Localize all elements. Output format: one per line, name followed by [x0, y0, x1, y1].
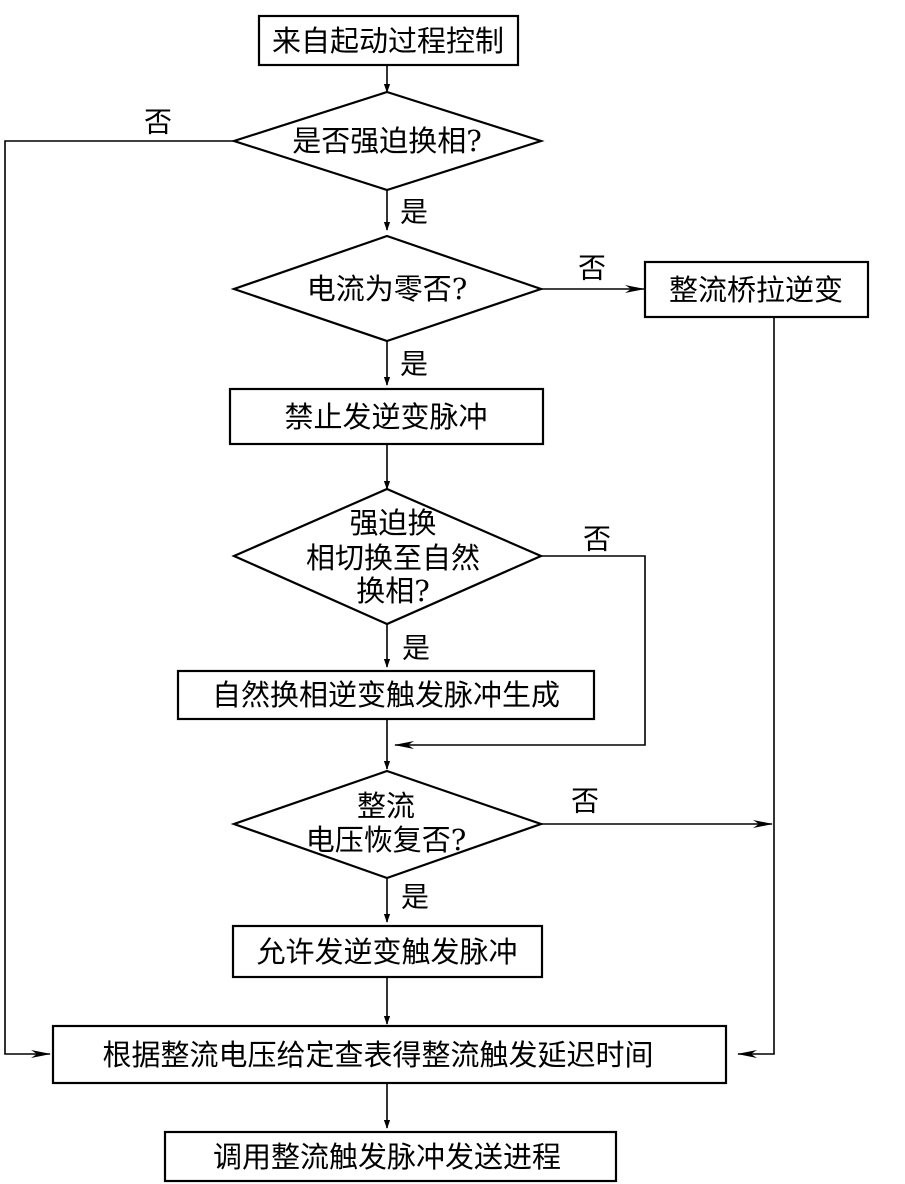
connectors [4, 65, 775, 1129]
decision-current-zero-label: 电流为零否? [307, 272, 468, 306]
decision-switch-commutation: 强迫换 相切换至自然 换相? [231, 487, 544, 626]
edge-labels: 否 是 否 是 否 是 否 是 [144, 106, 611, 914]
decision-switch-line-1: 强迫换 [349, 506, 436, 540]
label-no-forced: 否 [144, 106, 172, 139]
process-inhibit-pulse-label: 禁止发逆变脉冲 [284, 400, 487, 434]
label-yes-current-zero: 是 [400, 348, 428, 381]
process-send-pulse: 调用整流触发脉冲发送进程 [163, 1130, 618, 1183]
node-start-label: 来自起动过程控制 [272, 24, 504, 58]
decision-forced-commutation: 是否强迫换相? [230, 90, 545, 192]
process-generate-pulse: 自然换相逆变触发脉冲生成 [176, 669, 596, 721]
decision-switch-line-2: 相切换至自然 [306, 541, 480, 575]
process-bridge-invert-label: 整流桥拉逆变 [669, 273, 843, 307]
process-allow-pulse-label: 允许发逆变触发脉冲 [256, 935, 517, 969]
node-start: 来自起动过程控制 [257, 14, 520, 67]
edge-switch-no [394, 555, 646, 749]
process-inhibit-pulse: 禁止发逆变脉冲 [228, 387, 545, 446]
decision-forced-commutation-label: 是否强迫换相? [292, 124, 482, 158]
label-yes-voltage: 是 [401, 881, 429, 914]
decision-current-zero: 电流为零否? [230, 234, 545, 343]
label-no-current-zero: 否 [578, 252, 606, 285]
process-lookup-delay-label: 根据整流电压给定查表得整流触发延迟时间 [102, 1038, 653, 1072]
label-no-switch: 否 [583, 523, 611, 556]
process-send-pulse-label: 调用整流触发脉冲发送进程 [213, 1140, 561, 1174]
process-allow-pulse: 允许发逆变触发脉冲 [231, 924, 544, 979]
decision-switch-line-3: 换相? [356, 574, 430, 608]
process-generate-pulse-label: 自然换相逆变触发脉冲生成 [212, 678, 560, 712]
decision-voltage-line-2: 电压恢复否? [306, 823, 467, 857]
decision-voltage-recovered: 整流 电压恢复否? [230, 769, 545, 880]
process-bridge-invert: 整流桥拉逆变 [643, 260, 870, 319]
edge-forced-no [4, 140, 234, 1058]
decision-voltage-line-1: 整流 [357, 789, 415, 823]
label-no-voltage: 否 [571, 785, 599, 818]
edge-bridge-to-lookup [737, 317, 775, 1058]
process-lookup-delay: 根据整流电压给定查表得整流触发延迟时间 [51, 1024, 728, 1085]
label-yes-forced: 是 [400, 196, 428, 229]
label-yes-switch: 是 [402, 632, 430, 665]
